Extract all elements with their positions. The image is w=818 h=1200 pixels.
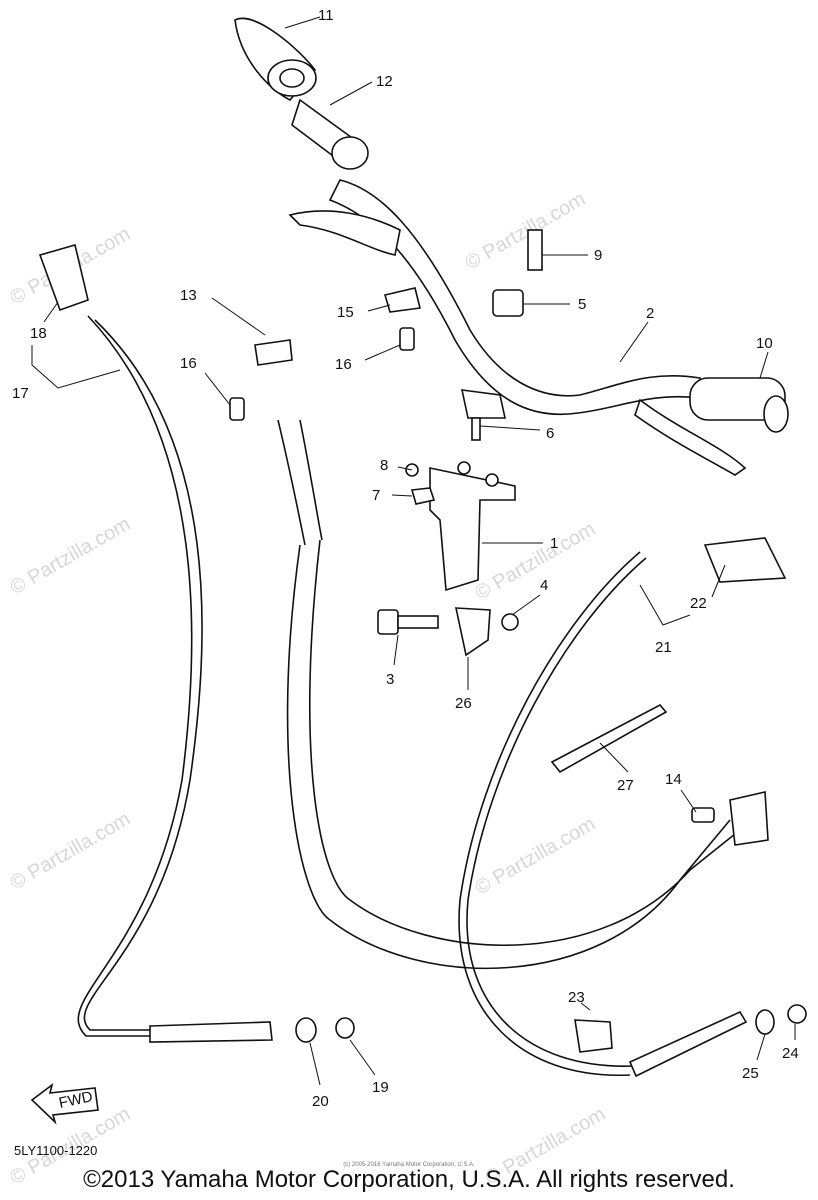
clutch-lever <box>288 210 401 256</box>
part-number: 27 <box>617 777 634 794</box>
part-number: 19 <box>372 1079 389 1096</box>
switch-18 <box>38 244 89 312</box>
part-number: 3 <box>386 671 394 688</box>
plate-15 <box>383 287 421 313</box>
lower-holder <box>460 389 506 419</box>
copyright: ©2013 Yamaha Motor Corporation, U.S.A. A… <box>83 1166 735 1193</box>
switch-22 <box>703 537 787 583</box>
part-number: 12 <box>376 73 393 90</box>
part-number: 2 <box>646 305 654 322</box>
bolt-9 <box>527 229 543 271</box>
cover-26 <box>454 607 491 657</box>
throttle-housing-end <box>254 339 293 366</box>
right-grip <box>689 377 789 433</box>
joint-25 <box>755 1009 775 1035</box>
part-number: 5 <box>578 296 586 313</box>
cable-holder <box>574 1019 613 1053</box>
part-number: 26 <box>455 695 472 712</box>
handlebar-bracket <box>429 467 516 592</box>
watermark: © Partzilla.com <box>7 513 135 599</box>
watermark: © Partzilla.com <box>7 808 135 894</box>
cable-tie <box>550 703 668 774</box>
part-number: 16 <box>180 355 197 372</box>
part-number: 16 <box>335 356 352 373</box>
part-number: 24 <box>782 1045 799 1062</box>
watermark: © Partzilla.com <box>462 188 590 274</box>
cables <box>77 315 741 1076</box>
part-number: 23 <box>568 989 585 1006</box>
part-number: 8 <box>380 457 388 474</box>
part-number: 6 <box>546 425 554 442</box>
part-number: 11 <box>318 7 334 24</box>
watermark: © Partzilla.com <box>472 518 600 604</box>
part-number: 22 <box>690 595 707 612</box>
screw-16a <box>399 327 415 351</box>
nut-4 <box>501 613 519 631</box>
upper-holder <box>492 289 524 317</box>
part-numbers: 1 2 3 4 5 6 7 8 9 10 11 12 13 14 15 16 1… <box>12 7 799 1110</box>
part-number: 15 <box>337 304 354 321</box>
part-number: 7 <box>372 487 380 504</box>
fwd-arrow <box>30 1083 99 1125</box>
clutch-cable-end <box>149 1021 273 1043</box>
left-grip <box>234 17 317 101</box>
nut-24 <box>787 1004 807 1024</box>
screw-14 <box>691 807 715 823</box>
brake-cable-end <box>628 1010 748 1078</box>
part-number: 20 <box>312 1093 329 1110</box>
part-number: 4 <box>540 577 548 594</box>
part-number: 1 <box>550 535 558 552</box>
throttle-sleeve <box>291 98 369 170</box>
stud-6 <box>471 417 481 441</box>
nut-19 <box>335 1017 355 1039</box>
fwd-label: FWD <box>57 1088 94 1112</box>
leader-lines <box>31 16 796 1086</box>
screw-16b <box>229 397 245 421</box>
bolt-3 <box>377 609 399 635</box>
part-number: 21 <box>655 639 672 656</box>
part-number: 13 <box>180 287 197 304</box>
part-number: 18 <box>30 325 47 342</box>
part-number: 9 <box>594 247 602 264</box>
part-number: 25 <box>742 1065 759 1082</box>
brake-lever <box>634 398 747 476</box>
diagram-code: 5LY1100-1220 <box>14 1143 98 1158</box>
part-number: 17 <box>12 385 29 402</box>
watermark: © Partzilla.com <box>472 813 600 899</box>
fine-print: (c) 2005-2016 Yamaha Motor Corporation, … <box>343 1162 475 1168</box>
nut-7 <box>410 487 436 505</box>
part-number: 10 <box>756 335 773 352</box>
cable-bracket-14 <box>729 791 769 846</box>
bolt-3-shank <box>397 615 439 629</box>
part-number: 14 <box>665 771 682 788</box>
joint-20 <box>295 1017 317 1043</box>
